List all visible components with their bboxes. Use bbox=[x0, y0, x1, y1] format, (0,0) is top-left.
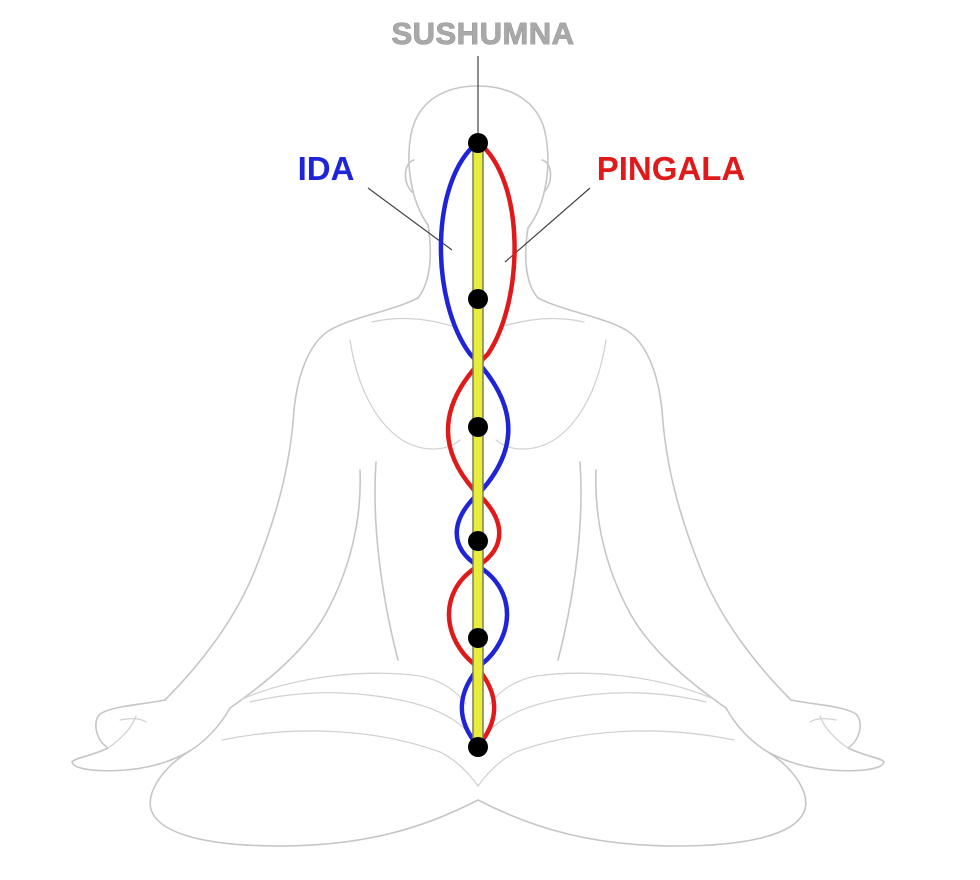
chest-right bbox=[495, 339, 607, 450]
arm-right-outer bbox=[661, 409, 792, 701]
ida-pointer bbox=[367, 187, 453, 251]
ida-label: IDA bbox=[298, 150, 355, 187]
pingala-label: PINGALA bbox=[597, 150, 746, 187]
sushumna-label: SUSHUMNA bbox=[391, 16, 574, 51]
sushumna-channel bbox=[472, 141, 484, 747]
arm-left-outer bbox=[164, 409, 295, 701]
arm-left-inner bbox=[229, 469, 362, 709]
sushumna-bar bbox=[472, 141, 484, 747]
ear-left bbox=[404, 159, 415, 193]
neck-right bbox=[524, 227, 539, 299]
chakra-crown bbox=[468, 133, 488, 153]
shoulder-right bbox=[537, 297, 663, 411]
collar-left bbox=[371, 317, 453, 327]
ear-right bbox=[541, 159, 552, 193]
chakra-sacral bbox=[468, 628, 488, 648]
chakra-heart bbox=[468, 417, 488, 437]
lap-right bbox=[477, 730, 735, 787]
chakra-root bbox=[468, 737, 488, 757]
hand-right bbox=[725, 699, 885, 772]
hand-left bbox=[71, 699, 231, 772]
leg-right-crease bbox=[489, 672, 717, 705]
legs-outline bbox=[149, 751, 807, 847]
leg-left-crease bbox=[239, 672, 467, 705]
foot-right bbox=[489, 692, 707, 731]
foot-left bbox=[249, 692, 467, 731]
meditating-figure bbox=[71, 85, 885, 847]
chakra-solar-plexus bbox=[468, 531, 488, 551]
torso-right bbox=[557, 461, 582, 661]
chakra-throat bbox=[468, 289, 488, 309]
label-pointers bbox=[367, 56, 591, 263]
hand-left-fingers bbox=[107, 715, 147, 749]
neck-left bbox=[417, 224, 432, 299]
shoulder-left bbox=[293, 297, 419, 411]
torso-left bbox=[374, 461, 399, 661]
chest-left bbox=[349, 339, 461, 450]
arm-right-inner bbox=[594, 469, 727, 709]
pingala-pointer bbox=[504, 187, 591, 263]
lap-left bbox=[221, 730, 479, 787]
collar-right bbox=[503, 317, 585, 327]
hand-right-fingers bbox=[809, 715, 849, 749]
chakra-points bbox=[468, 133, 488, 757]
